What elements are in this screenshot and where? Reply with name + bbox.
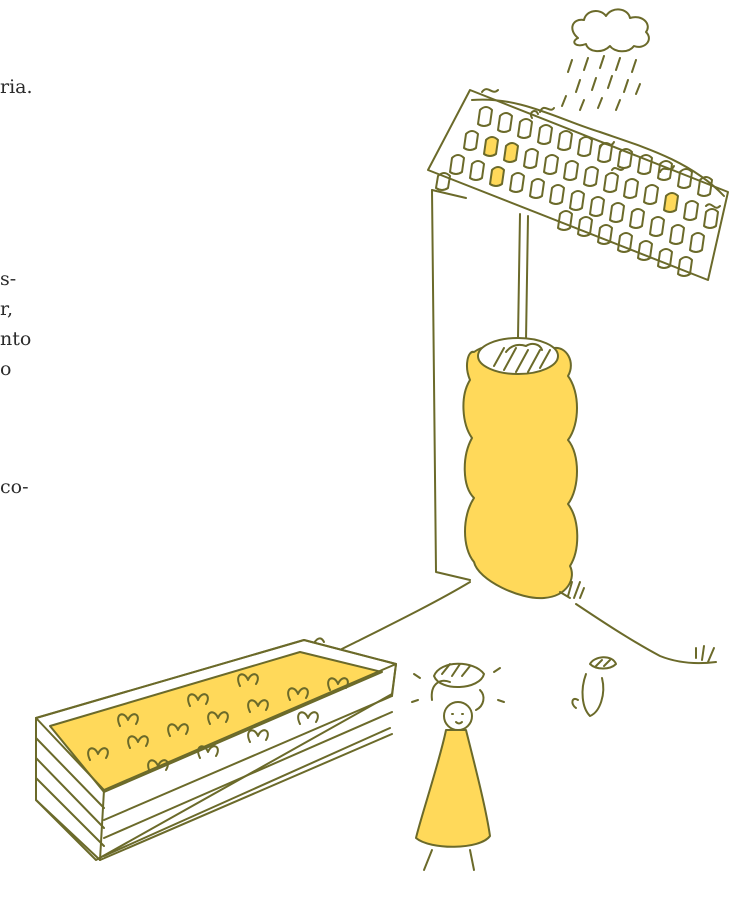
tiled-roof bbox=[428, 89, 728, 280]
house-wall bbox=[432, 190, 470, 580]
small-animal bbox=[572, 657, 616, 716]
person-carrying-bowl bbox=[412, 664, 504, 870]
raised-planter-box bbox=[36, 640, 396, 860]
grass-tuft-icon bbox=[696, 646, 714, 662]
water-tank bbox=[463, 338, 577, 598]
rain-cloud-icon bbox=[562, 9, 649, 110]
downpipe bbox=[518, 214, 528, 340]
